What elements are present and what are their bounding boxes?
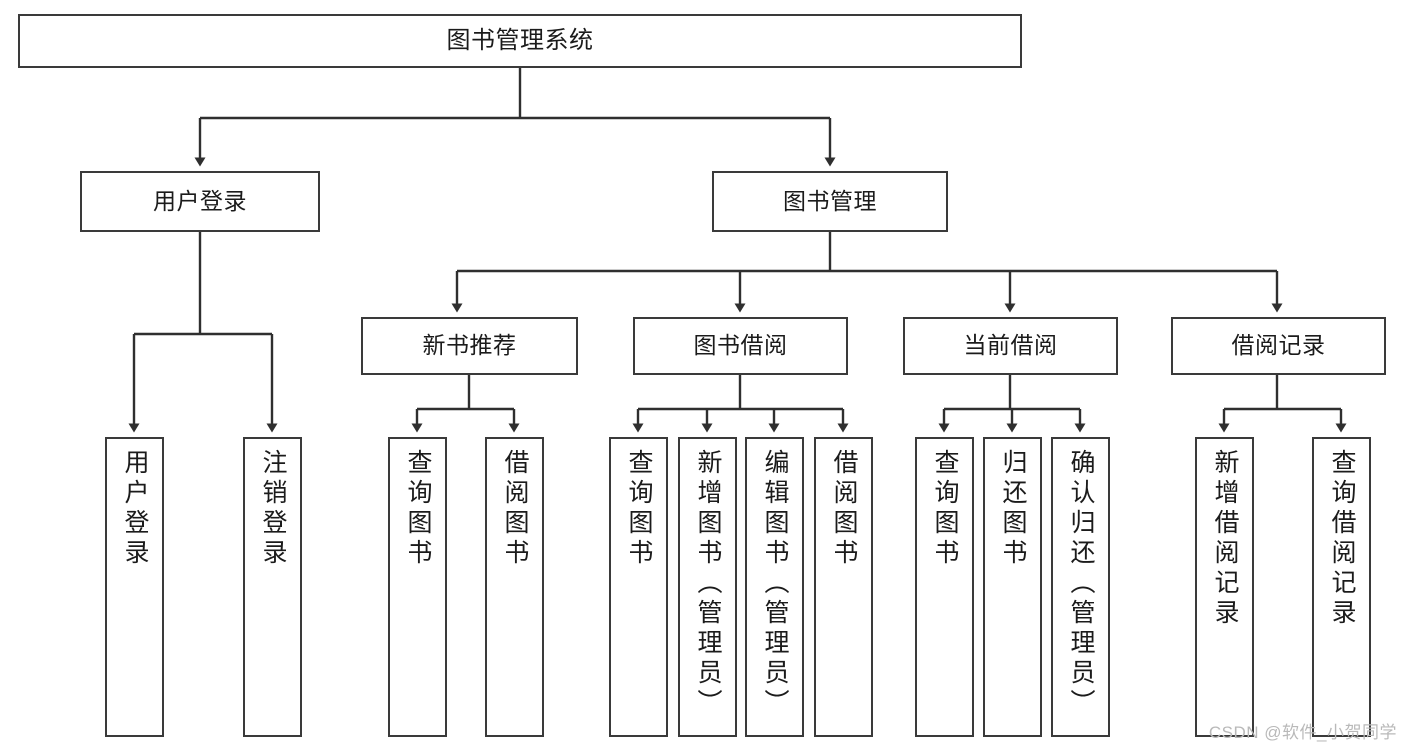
leaf-add-borrow-record[interactable]: 新增借阅记录: [1195, 437, 1254, 737]
node-label: 用户登录: [121, 449, 149, 569]
node-label: 归还图书: [999, 449, 1027, 569]
leaf-edit-book-admin[interactable]: 编辑图书（管理员）: [745, 437, 804, 737]
node-label: 用户登录: [153, 187, 247, 214]
node-label: 新书推荐: [422, 332, 517, 359]
leaf-logout-login[interactable]: 注销登录: [243, 437, 302, 737]
leaf-query-borrow-record[interactable]: 查询借阅记录: [1312, 437, 1371, 737]
leaf-confirm-return-admin[interactable]: 确认归还（管理员）: [1051, 437, 1110, 737]
node-label: 当前借阅: [963, 332, 1058, 359]
leaf-query-book-recommend[interactable]: 查询图书: [388, 437, 447, 737]
node-label: 查询图书: [625, 449, 653, 569]
leaf-query-book-current[interactable]: 查询图书: [915, 437, 974, 737]
node-label: 编辑图书（管理员）: [761, 449, 789, 719]
node-book-borrow[interactable]: 图书借阅: [633, 317, 848, 375]
node-label: 借阅图书: [830, 449, 858, 569]
node-label: 图书管理系统: [446, 26, 594, 54]
node-label: 查询图书: [404, 449, 432, 569]
node-label: 借阅图书: [501, 449, 529, 569]
leaf-borrow-book-borrow[interactable]: 借阅图书: [814, 437, 873, 737]
node-label: 注销登录: [259, 449, 287, 569]
leaf-return-book[interactable]: 归还图书: [983, 437, 1042, 737]
node-label: 查询图书: [931, 449, 959, 569]
csdn-watermark: CSDN @软件_小贺同学: [1208, 723, 1397, 742]
node-label: 确认归还（管理员）: [1067, 449, 1095, 719]
leaf-add-book-admin[interactable]: 新增图书（管理员）: [678, 437, 737, 737]
node-current-borrow[interactable]: 当前借阅: [903, 317, 1118, 375]
leaf-query-book-borrow[interactable]: 查询图书: [609, 437, 668, 737]
node-root-library-management-system[interactable]: 图书管理系统: [18, 14, 1022, 68]
leaf-borrow-book-recommend[interactable]: 借阅图书: [485, 437, 544, 737]
node-label: 图书借阅: [693, 332, 788, 359]
node-label: 查询借阅记录: [1328, 449, 1356, 629]
node-label: 新增借阅记录: [1211, 449, 1239, 629]
leaf-user-login[interactable]: 用户登录: [105, 437, 164, 737]
node-label: 借阅记录: [1231, 332, 1326, 359]
node-book-management[interactable]: 图书管理: [712, 171, 948, 232]
node-label: 新增图书（管理员）: [694, 449, 722, 719]
node-label: 图书管理: [783, 187, 877, 214]
node-borrow-record[interactable]: 借阅记录: [1171, 317, 1386, 375]
node-new-book-recommend[interactable]: 新书推荐: [361, 317, 578, 375]
node-user-login[interactable]: 用户登录: [80, 171, 320, 232]
